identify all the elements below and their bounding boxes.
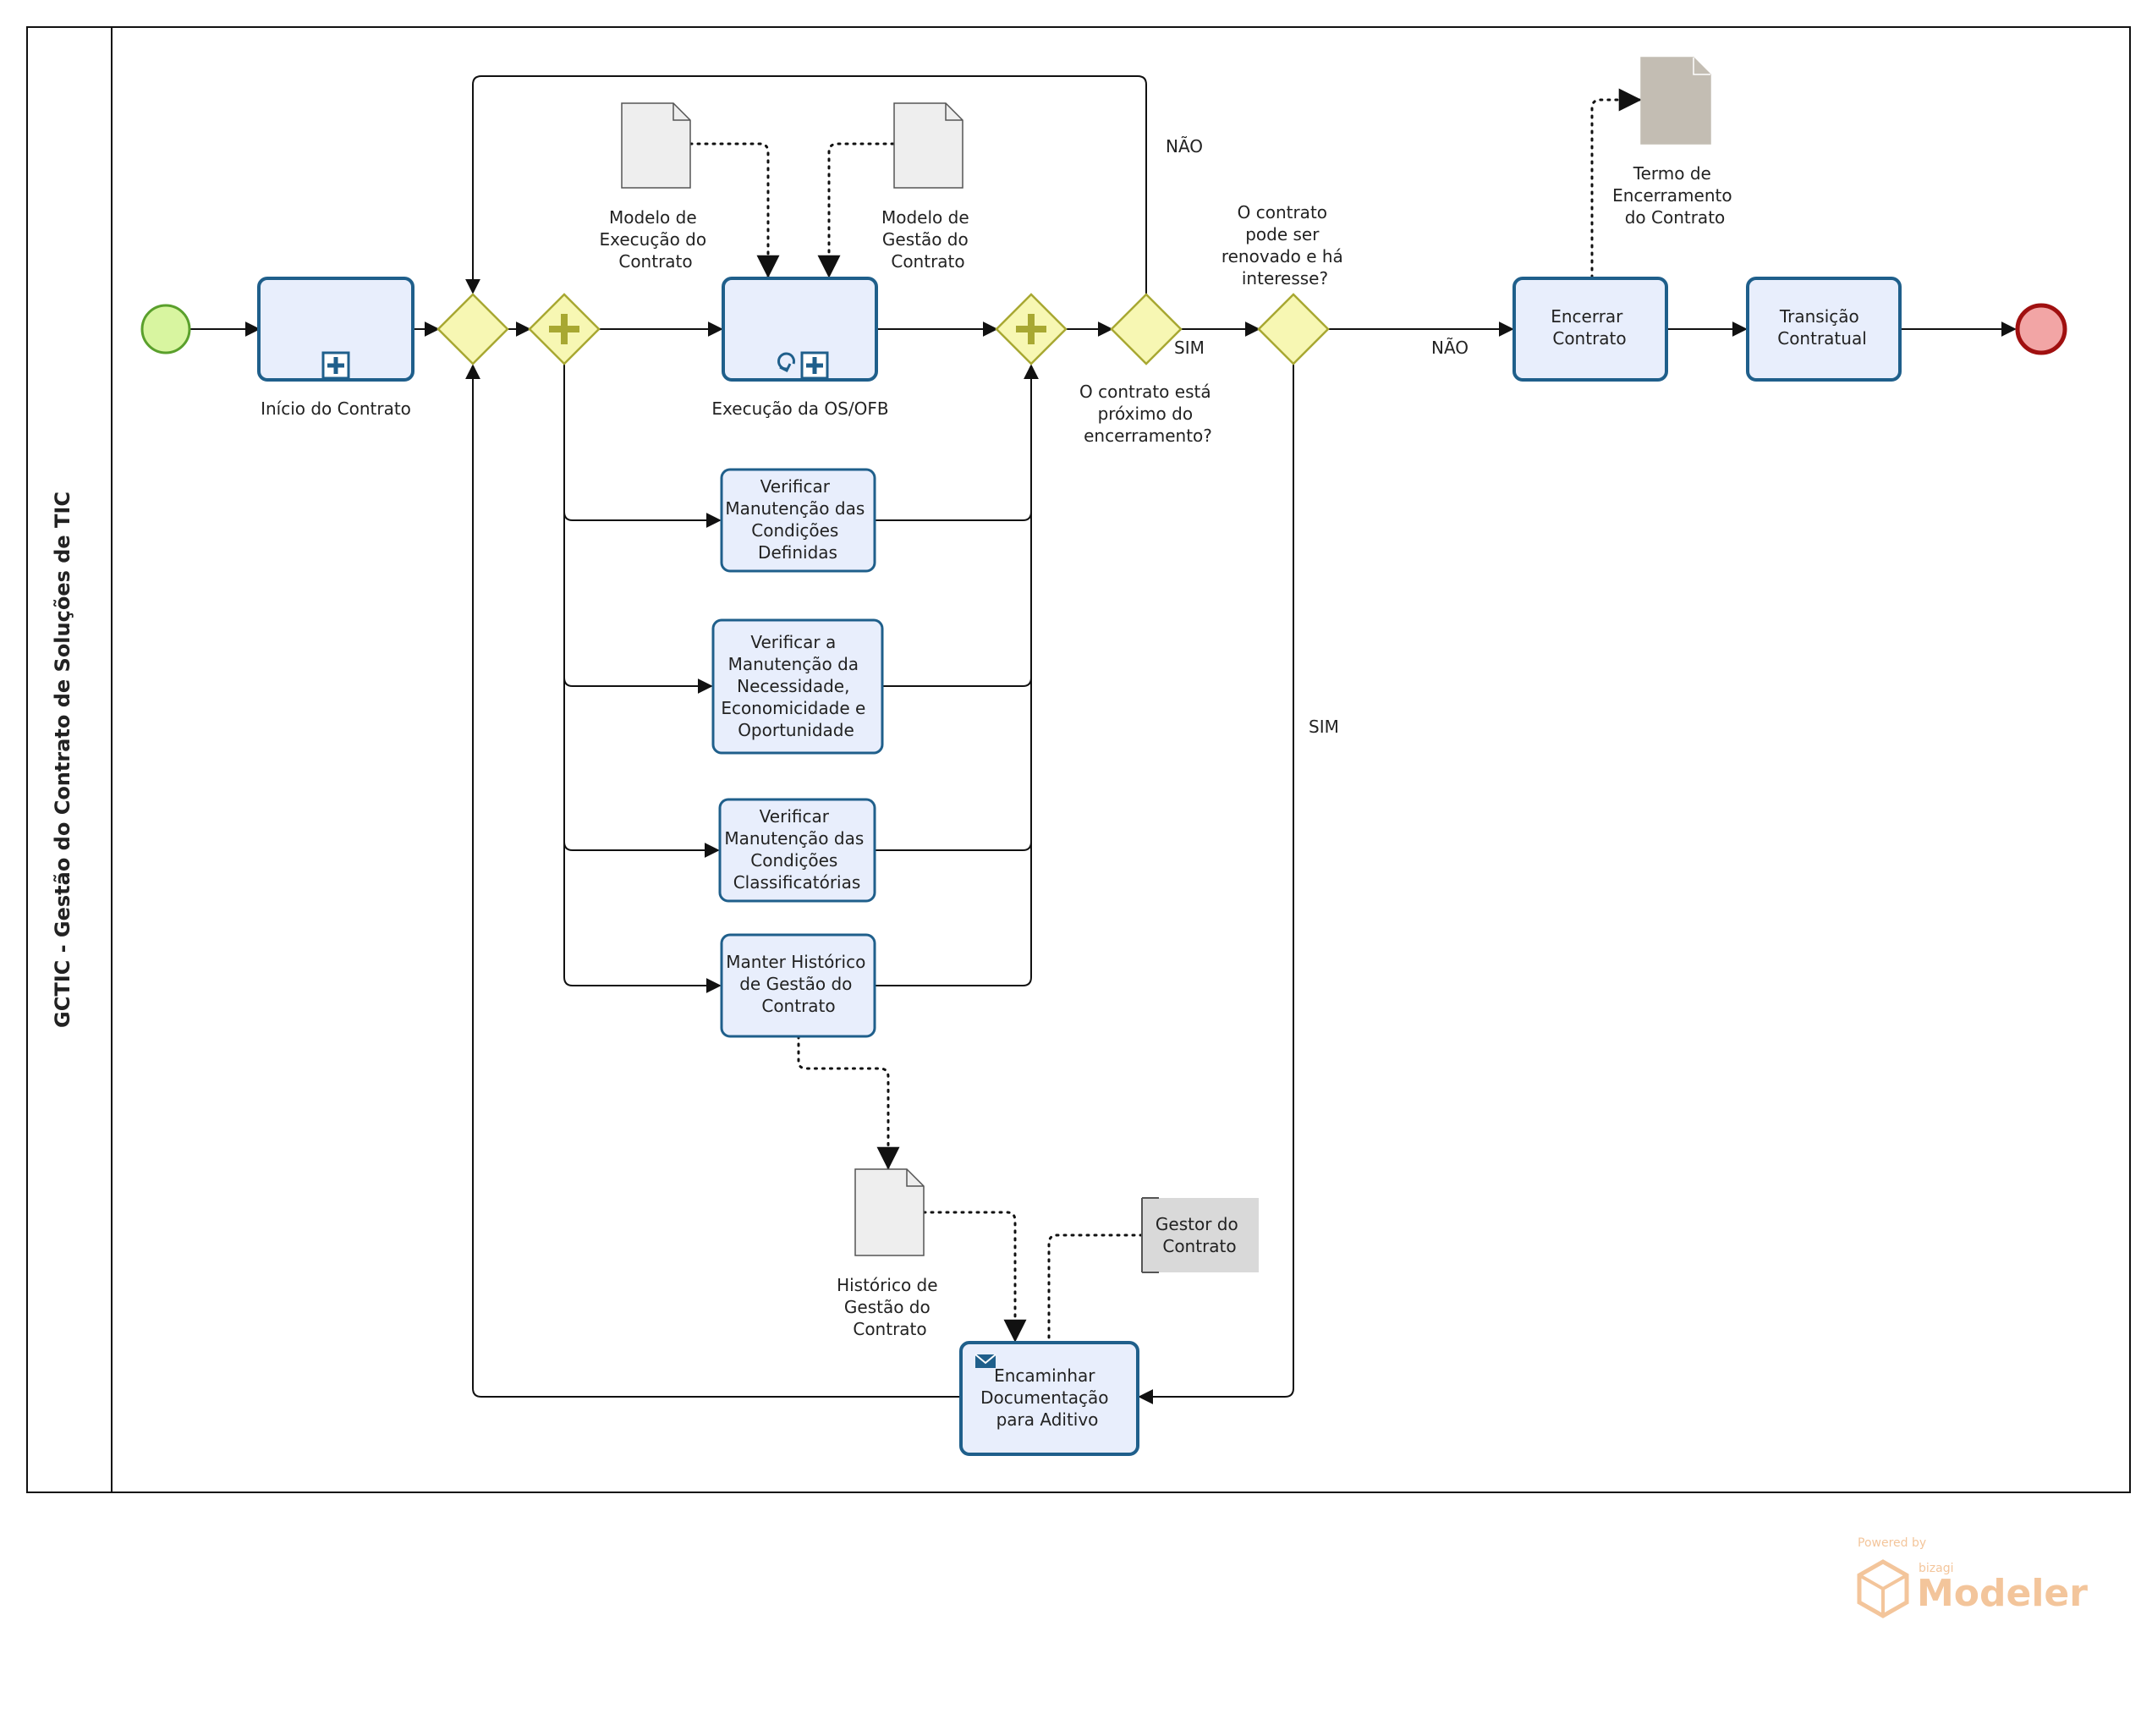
task-execucao-label: Execução da OS/OFB: [711, 398, 888, 419]
document-modelo-gestao-label: Modelo de Gestão do Contrato: [881, 207, 974, 272]
task-verificar-necessidade[interactable]: Verificar a Manutenção da Necessidade, E…: [711, 618, 884, 755]
flow-label-nao-loop: NÃO: [1166, 136, 1203, 157]
task-transicao-text: Transição Contratual: [1777, 306, 1867, 349]
task-encaminhar-text: Encaminhar Documentação para Aditivo: [980, 1365, 1114, 1430]
task-verif-nec-text: Verificar a Manutenção da Necessidade, E…: [721, 632, 870, 740]
task-transicao-contratual[interactable]: Transição Contratual: [1746, 277, 1902, 382]
artifact-gestor-contrato[interactable]: Gestor do Contrato: [1141, 1197, 1259, 1273]
plus-icon: [1016, 314, 1046, 344]
document-modelo-execucao[interactable]: [621, 102, 691, 189]
task-inicio-contrato[interactable]: [257, 277, 414, 382]
gateway-renovado-label: O contrato pode ser renovado e há intere…: [1221, 202, 1348, 288]
watermark-brand: bizagi: [1919, 1562, 1953, 1575]
document-modelo-gestao[interactable]: [893, 102, 963, 189]
assoc-modelo-gestao: [817, 142, 895, 278]
watermark-product: Modeler: [1917, 1572, 2088, 1615]
start-event[interactable]: [140, 304, 191, 354]
gateway-proximo-encerramento[interactable]: [1110, 293, 1183, 365]
task-inicio-label: Início do Contrato: [261, 398, 411, 419]
associations: [689, 88, 1642, 1345]
assoc-modelo-execucao: [689, 142, 780, 278]
flow-nao-loop[interactable]: [465, 75, 1147, 294]
plus-icon: [549, 314, 579, 344]
artifact-gestor-text: Gestor do Contrato: [1156, 1214, 1243, 1256]
task-verif-def-text: Verificar Manutenção das Condições Defin…: [725, 476, 870, 563]
bizagi-logo-icon: [1857, 1559, 1909, 1618]
gateway-renovado[interactable]: [1257, 293, 1330, 365]
pool-title: GCTIC - Gestão do Contrato de Soluções d…: [51, 492, 74, 1028]
flow-fork-to-verif-nec[interactable]: [563, 677, 713, 694]
flow-sim-to-encaminhar[interactable]: [1138, 364, 1294, 1404]
flow-manter-to-join[interactable]: [875, 364, 1039, 986]
task-encerrar-contrato[interactable]: Encerrar Contrato: [1512, 277, 1668, 382]
flow-fork-to-verif-def[interactable]: [563, 511, 722, 528]
pool: GCTIC - Gestão do Contrato de Soluções d…: [26, 26, 2131, 1493]
flow-label-sim-right: SIM: [1174, 338, 1205, 358]
flow-label-sim-down: SIM: [1309, 717, 1339, 737]
document-historico-label: Histórico de Gestão do Contrato: [837, 1275, 943, 1339]
task-encerrar-text: Encerrar Contrato: [1551, 306, 1628, 349]
task-encaminhar-documentacao[interactable]: Encaminhar Documentação para Aditivo: [959, 1341, 1139, 1456]
flow-encaminhar-to-gateway[interactable]: [465, 364, 961, 1398]
flow-fork-to-verif-class[interactable]: [563, 841, 720, 858]
flow-fork-to-manter[interactable]: [563, 364, 722, 993]
document-termo-encerramento[interactable]: [1640, 57, 1711, 145]
gateway-join-parallel[interactable]: [995, 293, 1068, 365]
task-verificar-condicoes-classificatorias[interactable]: Verificar Manutenção das Condições Class…: [718, 798, 876, 903]
watermark-powered: Powered by: [1858, 1536, 1926, 1550]
bizagi-watermark: Powered by bizagi Modeler: [1857, 1536, 2088, 1618]
assoc-manter-historico: [797, 1035, 900, 1170]
task-manter-text: Manter Histórico de Gestão do Contrato: [726, 952, 870, 1016]
document-termo-label: Termo de Encerramento do Contrato: [1612, 163, 1738, 228]
task-verif-class-text: Verificar Manutenção das Condições Class…: [724, 806, 869, 893]
document-modelo-execucao-label: Modelo de Execução do Contrato: [600, 207, 712, 272]
envelope-icon: [974, 1354, 996, 1368]
document-historico[interactable]: [854, 1168, 925, 1256]
assoc-gestor-encaminhar: [1047, 1233, 1144, 1345]
task-manter-historico[interactable]: Manter Histórico de Gestão do Contrato: [720, 933, 876, 1038]
gateway-proximo-label: O contrato está próximo do encerramento?: [1079, 382, 1216, 446]
gateway-fork-parallel[interactable]: [528, 293, 601, 365]
assoc-historico-encaminhar: [922, 1211, 1027, 1343]
sequence-flows: [189, 75, 2017, 1404]
gateway-loop[interactable]: [436, 293, 509, 365]
assoc-encerrar-termo: [1590, 88, 1642, 279]
task-verificar-condicoes-definidas[interactable]: Verificar Manutenção das Condições Defin…: [720, 468, 876, 573]
task-execucao-os[interactable]: [722, 277, 878, 382]
flow-label-nao-right: NÃO: [1431, 338, 1469, 358]
end-event[interactable]: [2015, 303, 2067, 355]
